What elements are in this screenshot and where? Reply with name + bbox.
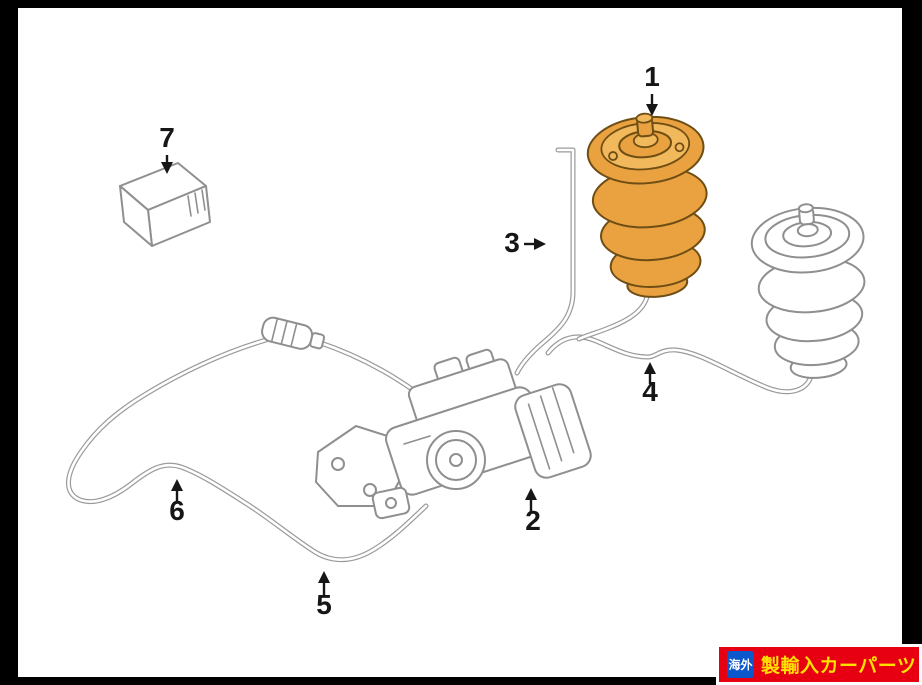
paper-background: [18, 8, 902, 677]
part-label-6: 6: [169, 495, 185, 526]
callout-part-1: 1: [644, 61, 660, 116]
tube-orange-spring: [576, 289, 651, 342]
callout-part-6: 6: [169, 479, 185, 526]
arrowhead-1: [646, 104, 658, 116]
callout-part-5: 5: [316, 571, 332, 620]
part-label-7: 7: [159, 122, 175, 153]
part-label-4: 4: [642, 376, 658, 407]
arrowhead-7: [161, 162, 173, 174]
control-module: [119, 162, 211, 247]
air-spring-rear-outline: [750, 203, 866, 379]
arrowhead-6: [171, 479, 183, 491]
arrowhead-4: [644, 362, 656, 374]
arrowhead-3: [534, 238, 546, 250]
part-label-1: 1: [644, 61, 660, 92]
tube-sensor-to-compressor: [315, 339, 419, 395]
air-spring-highlighted: [586, 112, 708, 298]
callout-part-2: 2: [525, 488, 541, 536]
arrowhead-5: [318, 571, 330, 583]
banner-globe-icon: 海外: [727, 651, 754, 678]
callout-part-4: 4: [642, 362, 658, 407]
banner-label: 製輸入カーパーツ: [761, 655, 917, 677]
compressor-assembly: [315, 348, 592, 520]
part-label-5: 5: [316, 589, 332, 620]
line-connector-sensor: [261, 316, 326, 350]
tube-left-loop: [66, 337, 429, 563]
arrowhead-2: [525, 488, 537, 500]
part-label-3: 3: [504, 227, 520, 258]
shop-banner: 海外 製輸入カーパーツ: [716, 644, 922, 685]
callout-part-7: 7: [159, 122, 175, 174]
tube-vertical-part3: [514, 147, 576, 376]
part-label-2: 2: [525, 505, 541, 536]
callout-part-3: 3: [504, 227, 546, 258]
